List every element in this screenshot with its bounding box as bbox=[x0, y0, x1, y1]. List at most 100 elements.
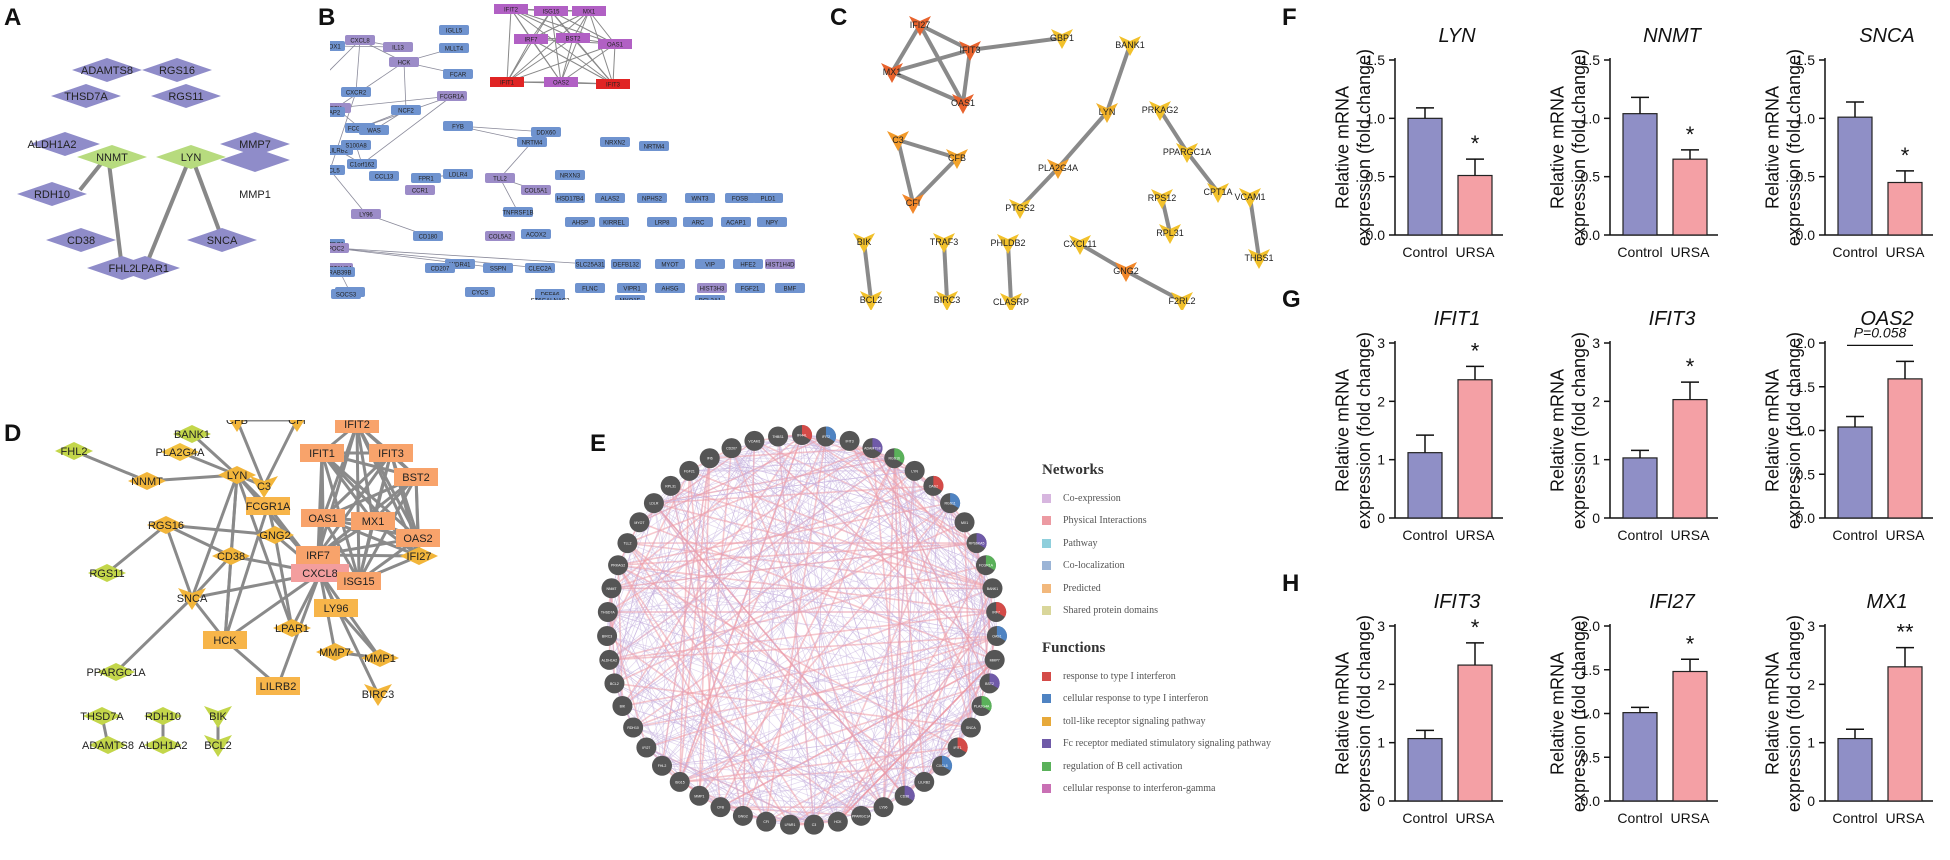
network-legend-item-predicted: Predicted bbox=[1042, 577, 1302, 600]
node-b-npy: NPY bbox=[757, 217, 787, 227]
node-b-apoc2: APOC2 bbox=[330, 243, 349, 253]
svg-text:AHSG: AHSG bbox=[661, 287, 678, 293]
node-b-acap1: ACAP1 bbox=[721, 217, 751, 227]
x-tick-label: Control bbox=[1832, 810, 1877, 826]
svg-text:FGF21: FGF21 bbox=[741, 287, 760, 293]
svg-text:CCL13: CCL13 bbox=[375, 175, 394, 181]
node-b-arc: ARC bbox=[683, 217, 713, 227]
node-b-acox2: ACOX2 bbox=[521, 229, 551, 239]
node-e-bank1: BANK1 bbox=[982, 578, 1003, 599]
bar-ursa bbox=[1457, 379, 1493, 519]
y-tick-label: 3 bbox=[1807, 618, 1815, 634]
node-e-irf7: IRF7 bbox=[986, 602, 1007, 623]
svg-text:LY96: LY96 bbox=[359, 213, 373, 219]
node-e-fhl2: FHL2 bbox=[652, 755, 673, 776]
node-d-cxcl8: CXCL8 bbox=[291, 564, 349, 582]
svg-text:IFIT3: IFIT3 bbox=[606, 83, 621, 89]
node-d-bik: BIK bbox=[204, 706, 232, 728]
node-e-rps6ka5: RPS6KA5 bbox=[966, 533, 987, 554]
svg-text:RPL31: RPL31 bbox=[1156, 228, 1184, 238]
svg-text:SNCA: SNCA bbox=[966, 726, 976, 730]
svg-text:IFIT3: IFIT3 bbox=[959, 45, 980, 55]
y-tick-label: 1.5 bbox=[1366, 52, 1386, 68]
node-b-il13: IL13 bbox=[383, 42, 413, 52]
panel-label-h: H bbox=[1282, 570, 1300, 597]
svg-text:IFIT1: IFIT1 bbox=[500, 81, 515, 87]
node-c-cfb: CFB bbox=[946, 149, 968, 169]
svg-text:PLD1: PLD1 bbox=[760, 197, 776, 203]
node-d-isg15: ISG15 bbox=[337, 572, 381, 590]
significance-marker: * bbox=[1471, 338, 1480, 363]
panel-label-c: C bbox=[830, 4, 848, 31]
node-c-c3: C3 bbox=[887, 131, 909, 151]
y-tick-label: 1.5 bbox=[1796, 52, 1816, 68]
svg-text:PLA2G4A: PLA2G4A bbox=[1038, 163, 1078, 173]
chart-title: IFI27 bbox=[1649, 591, 1695, 613]
node-c-thbs1: THBS1 bbox=[1244, 249, 1274, 269]
svg-text:TNFRSF1B: TNFRSF1B bbox=[502, 211, 533, 217]
node-b-vip: VIP bbox=[695, 259, 725, 269]
svg-text:FYB: FYB bbox=[452, 125, 464, 131]
node-c-pla2g4a: PLA2G4A bbox=[1038, 159, 1078, 179]
x-tick-label: URSA bbox=[1886, 810, 1926, 826]
panel-label-g: G bbox=[1282, 286, 1301, 313]
node-b-ifit2: IFIT2 bbox=[494, 4, 528, 14]
svg-text:FLNC: FLNC bbox=[582, 287, 598, 293]
y-tick-label: 0.5 bbox=[1581, 749, 1601, 765]
svg-text:LDLR4: LDLR4 bbox=[449, 173, 468, 179]
node-c-ppargc1a: PPARGC1A bbox=[1163, 143, 1211, 163]
node-b-igll5: IGLL5 bbox=[439, 25, 469, 35]
node-d-oas1: OAS1 bbox=[301, 509, 345, 527]
svg-text:CFI: CFI bbox=[763, 820, 769, 824]
node-b-c1orf162: C1orf162 bbox=[347, 159, 377, 169]
x-tick-label: URSA bbox=[1671, 244, 1711, 260]
significance-marker: * bbox=[1686, 122, 1695, 147]
svg-text:HCK: HCK bbox=[834, 820, 842, 824]
svg-text:NRXN3: NRXN3 bbox=[560, 174, 581, 180]
node-b-bmf: BMF bbox=[775, 283, 805, 293]
svg-text:PRKAG2: PRKAG2 bbox=[611, 564, 625, 568]
node-c-ifit3: IFIT3 bbox=[959, 41, 981, 61]
svg-text:BIK: BIK bbox=[209, 711, 227, 723]
bar-ursa bbox=[1672, 670, 1708, 802]
svg-text:MMP7: MMP7 bbox=[990, 658, 1000, 662]
y-tick-label: 0 bbox=[1377, 793, 1385, 809]
svg-text:ARC: ARC bbox=[692, 221, 705, 227]
svg-text:LY96: LY96 bbox=[880, 806, 888, 810]
x-tick-label: URSA bbox=[1671, 527, 1711, 543]
node-c-prkag2: PRKAG2 bbox=[1142, 101, 1178, 121]
x-tick-label: Control bbox=[1617, 810, 1662, 826]
svg-text:SSPN: SSPN bbox=[490, 267, 506, 273]
node-c-f2rl2: F2RL2 bbox=[1168, 292, 1196, 310]
y-tick-label: 0.5 bbox=[1581, 169, 1601, 185]
bar-chart-snca-2: Relative mRNAexpression (fold change)SNC… bbox=[1763, 25, 1933, 260]
node-e-adamts8: ADAMTS8 bbox=[862, 438, 883, 459]
function-legend-swatch bbox=[1042, 694, 1051, 704]
y-axis-label: Relative mRNAexpression (fold change) bbox=[1763, 615, 1805, 812]
y-axis-label: Relative mRNAexpression (fold change) bbox=[1333, 615, 1375, 812]
node-b-hck: HCK bbox=[389, 57, 419, 67]
y-tick-label: 2.0 bbox=[1796, 335, 1816, 351]
node-c-ifi27: IFI27 bbox=[909, 16, 931, 36]
network-legend-item-shared-protein-domains: Shared protein domains bbox=[1042, 600, 1302, 623]
svg-text:MMP1: MMP1 bbox=[694, 794, 704, 798]
function-legend-swatch bbox=[1042, 671, 1051, 681]
node-b-st6galnac2: ST6GALNAC2 bbox=[530, 295, 570, 300]
node-mmp1: MMP1 bbox=[239, 189, 271, 201]
bar-ursa bbox=[1457, 664, 1493, 802]
x-tick-label: Control bbox=[1832, 527, 1877, 543]
svg-text:KIRREL: KIRREL bbox=[603, 221, 625, 227]
svg-text:RGS16: RGS16 bbox=[889, 457, 901, 461]
node-d-mmp1: MMP1 bbox=[361, 649, 399, 667]
y-axis-label: Relative mRNAexpression (fold change) bbox=[1763, 49, 1805, 246]
y-tick-label: 2.0 bbox=[1581, 618, 1601, 634]
panel-label-a: A bbox=[4, 4, 22, 31]
node-e-nnmt: NNMT bbox=[601, 578, 622, 599]
network-legend-item-physical-interactions: Physical Interactions bbox=[1042, 510, 1302, 533]
svg-text:RDH10: RDH10 bbox=[627, 726, 639, 730]
node-b-hfe2: HFE2 bbox=[733, 259, 763, 269]
node-e-ifi44l: IFI44L bbox=[792, 424, 813, 445]
y-axis-label: Relative mRNAexpression (fold change) bbox=[1763, 332, 1805, 529]
y-tick-label: 0.0 bbox=[1796, 510, 1816, 526]
svg-text:THSD7A: THSD7A bbox=[80, 711, 124, 723]
